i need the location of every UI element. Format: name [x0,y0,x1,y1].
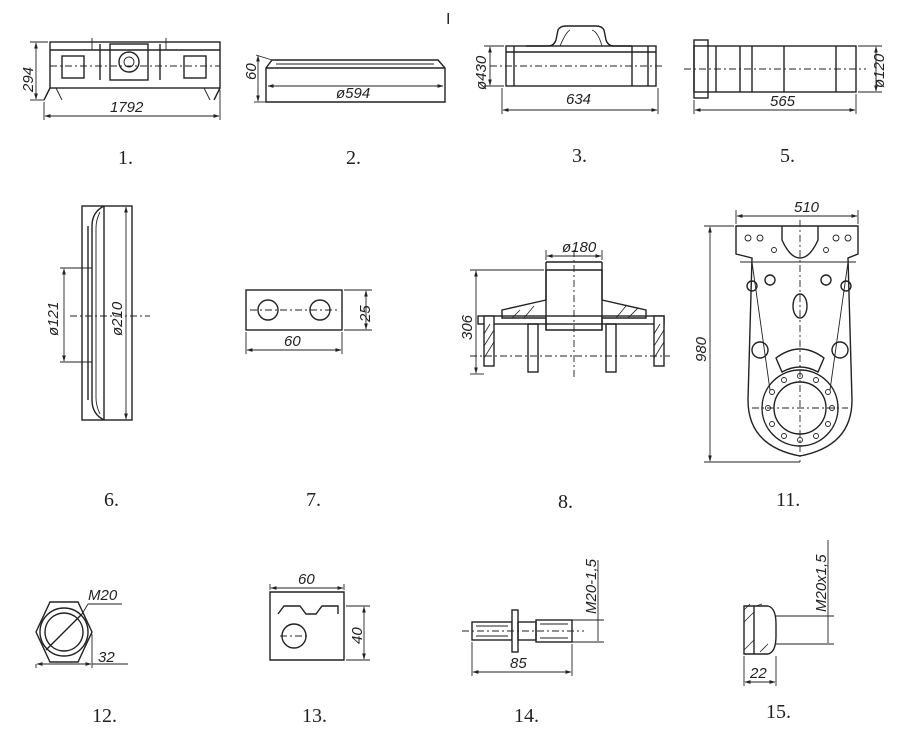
part-15-dim-length: 22 [749,665,767,682]
part-8-drawing [470,250,670,380]
part-13-drawing [269,584,370,661]
part-14-dim-length: 85 [510,655,527,672]
part-12-dim-width: 32 [98,649,115,666]
part-5-number: 5. [780,145,795,167]
part-14-number: 14. [514,705,539,727]
part-7-number: 7. [306,489,321,511]
part-1-number: 1. [118,147,133,169]
part-5-drawing [684,39,882,114]
part-8-number: 8. [558,491,573,513]
part-11-dim-width: 510 [794,199,820,216]
part-7-drawing [245,289,372,354]
part-2-drawing [254,54,446,103]
part-2-number: 2. [346,147,361,169]
part-2-dim-diameter: ø594 [336,85,370,102]
part-11-dim-height: 980 [693,336,710,362]
part-3-drawing [484,25,664,114]
part-12-drawing [35,601,128,668]
part-3-number: 3. [572,145,587,167]
part-8-dim-height: 306 [459,314,476,340]
part-13-dim-height: 40 [349,627,366,644]
part-7-dim-length: 60 [284,333,301,350]
top-mark: I [446,11,450,28]
part-11-number: 11. [776,489,800,511]
part-14-drawing [462,560,604,676]
part-6-dim-inner: ø121 [45,302,62,336]
part-15-drawing [743,540,834,686]
part-13-number: 13. [302,705,327,727]
part-6-drawing [60,205,150,421]
part-13-dim-length: 60 [298,571,315,588]
part-15-dim-thread: M20x1,5 [813,554,830,612]
part-1-dim-length: 1792 [110,99,144,116]
part-14-dim-thread: M20-1,5 [583,558,600,614]
part-11-drawing [704,210,859,463]
part-12-dim-thread: M20 [88,587,118,604]
part-6-dim-outer: ø210 [109,301,126,336]
part-1-drawing [30,38,221,120]
part-6-number: 6. [104,489,119,511]
part-5-dim-length: 565 [770,93,796,110]
part-8-dim-diameter: ø180 [562,239,597,256]
part-3-dim-length: 634 [566,91,591,108]
part-5-dim-diameter: ø120 [871,53,888,88]
part-12-number: 12. [92,705,117,727]
part-7-dim-height: 25 [357,305,374,323]
part-1-dim-height: 294 [20,67,37,93]
part-3-dim-diameter: ø430 [473,55,490,90]
part-15-number: 15. [766,701,791,723]
part-2-dim-height: 60 [243,63,260,80]
